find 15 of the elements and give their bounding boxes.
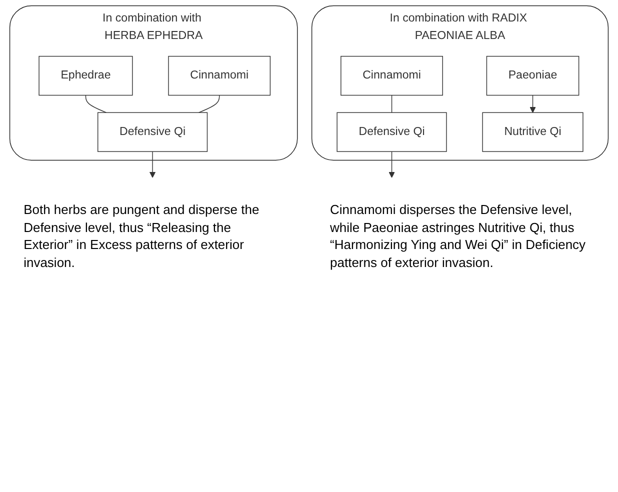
herb-box: Defensive Qi: [97, 112, 208, 152]
herb-box: Cinnamomi: [168, 56, 271, 96]
connector-line: [198, 94, 220, 113]
herb-box: Nutritive Qi: [482, 112, 584, 152]
herb-box: Paeoniae: [486, 56, 580, 96]
arrow: [388, 151, 395, 178]
arrow: [149, 151, 156, 178]
herb-box: Cinnamomi: [340, 56, 443, 96]
caption-text: Cinnamomi disperses the Defensive level, while Paeoniae astringes Nutritive Qi, thus “Harmonizing Ying and Wei Qi” in Deficiency patterns of exterior invasion.: [330, 201, 587, 272]
herb-box: Ephedrae: [38, 56, 133, 96]
arrow: [530, 94, 536, 113]
connector-line: [85, 94, 107, 113]
herb-box: Defensive Qi: [336, 112, 447, 152]
connector-line: [391, 94, 392, 113]
caption-text: Both herbs are pungent and disperse the Defensive level, thus “Releasing the Exterior” in Excess patterns of exterior invasion.: [24, 201, 260, 272]
